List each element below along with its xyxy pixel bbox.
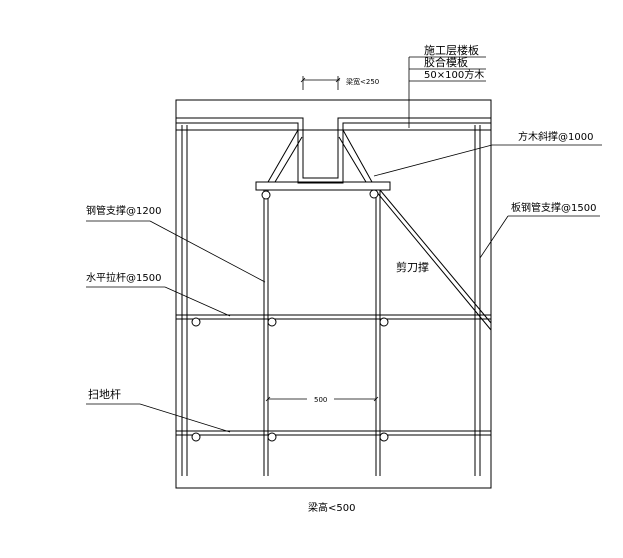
slab-support-leader [479,215,600,259]
slab-leader [408,56,486,128]
slab-and-beam-formwork [176,117,491,191]
scissor-brace [374,189,492,331]
horizontal-tie-label: 水平拉杆@1500 [86,271,161,284]
connector-circles [191,189,389,442]
steel-support-leader [86,220,266,283]
scissor-brace-label: 剪刀撑 [396,260,429,274]
spacing-label: 500 [314,396,327,404]
horizontal-tie-leader [86,286,231,317]
timber-label: 50×100方木 [424,68,484,81]
slab-steel-supports [181,125,481,476]
steel-support-label: 钢管支撑@1200 [86,204,161,217]
outer-frame [175,99,492,489]
sweep-bar-label: 扫地杆 [88,387,121,401]
slab-support-label: 板钢管支撑@1500 [511,201,596,214]
floor-slab-label: 施工层楼板 [424,43,479,57]
spacing-dimension [265,390,379,408]
beam-height-label: 梁高<500 [308,501,355,514]
timber-braces [267,129,373,183]
plywood-label: 胶合模板 [424,55,468,69]
beam-steel-supports [263,190,381,476]
beam-width-label: 梁宽<250 [346,77,379,86]
sweep-bar-leader [86,403,231,433]
timber-brace-leader [373,144,602,177]
horizontal-ties [176,314,491,436]
timber-brace-label: 方木斜撑@1000 [518,130,593,143]
beam-width-dimension [300,76,341,90]
